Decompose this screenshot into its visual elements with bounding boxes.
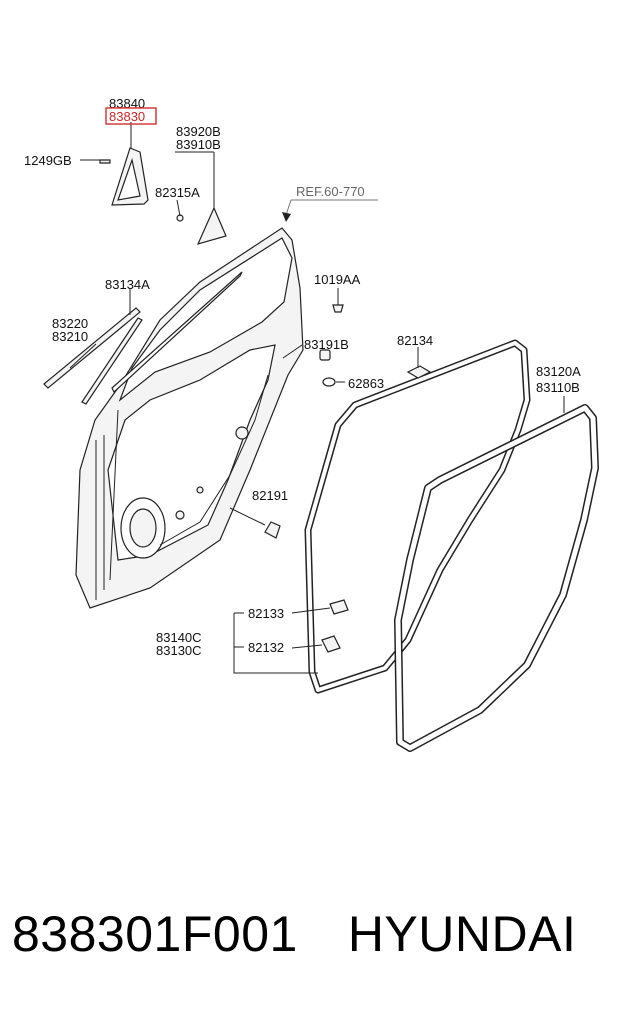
hinge-83191B xyxy=(319,349,331,361)
label-62863[interactable]: 62863 xyxy=(348,376,384,391)
label-83920B[interactable]: 83920B xyxy=(176,124,221,139)
caption-brand: HYUNDAI xyxy=(347,906,577,962)
parts-diagram: 83840 83830 1249GB 83920B 83910B 82315A … xyxy=(24,96,599,752)
label-82191[interactable]: 82191 xyxy=(252,488,288,503)
part-labels: 83840 83830 1249GB 83920B 83910B 82315A … xyxy=(24,96,581,658)
label-83191B[interactable]: 83191B xyxy=(304,337,349,352)
highlight-box xyxy=(105,107,157,125)
delta-cover xyxy=(196,206,227,245)
caption-part-number: 838301F001 xyxy=(12,906,298,962)
label-83910B[interactable]: 83910B xyxy=(176,137,221,152)
quarter-glass xyxy=(111,147,149,206)
label-83210[interactable]: 83210 xyxy=(52,329,88,344)
label-1019AA[interactable]: 1019AA xyxy=(314,272,361,287)
bolt-1019AA xyxy=(332,304,344,313)
door-shell xyxy=(75,227,304,609)
label-83120A[interactable]: 83120A xyxy=(536,364,581,379)
label-1249GB[interactable]: 1249GB xyxy=(24,153,72,168)
door-body-seal xyxy=(304,339,531,694)
clip-82132 xyxy=(321,635,341,653)
label-83110B[interactable]: 83110B xyxy=(536,380,580,395)
label-83134A[interactable]: 83134A xyxy=(105,277,150,292)
label-82315A[interactable]: 82315A xyxy=(155,185,200,200)
label-82134[interactable]: 82134 xyxy=(397,333,433,348)
leader-lines xyxy=(69,122,565,674)
label-82133[interactable]: 82133 xyxy=(248,606,284,621)
reference-label[interactable]: REF.60-770 xyxy=(296,184,365,199)
label-83830-highlighted[interactable]: 83830 xyxy=(109,109,145,124)
plug-82191 xyxy=(264,521,281,539)
label-83840[interactable]: 83840 xyxy=(109,96,145,111)
door-frame-seal xyxy=(394,404,599,752)
caption: 838301F001 HYUNDAI xyxy=(12,905,612,975)
plug-62863 xyxy=(322,377,336,387)
clip-82133 xyxy=(329,599,349,615)
label-83220[interactable]: 83220 xyxy=(52,316,88,331)
label-83130C[interactable]: 83130C xyxy=(156,643,202,658)
label-83140C[interactable]: 83140C xyxy=(156,630,202,645)
bolt-1249GB xyxy=(99,159,111,164)
label-82132[interactable]: 82132 xyxy=(248,640,284,655)
pad-82134 xyxy=(406,365,432,379)
beltline-molding xyxy=(111,271,243,393)
